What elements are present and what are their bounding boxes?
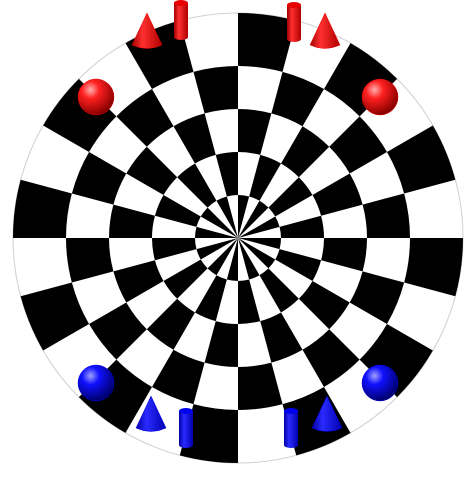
board-square[interactable] bbox=[89, 302, 147, 360]
sphere-piece[interactable] bbox=[361, 364, 399, 402]
board-square[interactable] bbox=[238, 216, 280, 239]
board-square[interactable] bbox=[216, 196, 239, 238]
board-square[interactable] bbox=[146, 298, 195, 350]
board-square[interactable] bbox=[193, 66, 238, 114]
cone-piece[interactable] bbox=[309, 12, 341, 49]
board-square[interactable] bbox=[71, 152, 127, 205]
board-square[interactable] bbox=[249, 154, 281, 201]
cylinder-piece[interactable] bbox=[179, 408, 193, 448]
board-square[interactable] bbox=[78, 359, 152, 433]
board-square[interactable] bbox=[163, 259, 208, 299]
board-square[interactable] bbox=[238, 200, 269, 238]
sphere-piece[interactable] bbox=[361, 78, 399, 116]
board-square[interactable] bbox=[109, 204, 155, 238]
board-square[interactable] bbox=[179, 404, 238, 463]
board-square[interactable] bbox=[271, 71, 324, 127]
sphere-piece[interactable] bbox=[77, 364, 115, 402]
board-square[interactable] bbox=[152, 349, 205, 405]
board-square[interactable] bbox=[302, 329, 360, 387]
sphere-piece[interactable] bbox=[77, 78, 115, 116]
cylinder-piece[interactable] bbox=[174, 0, 188, 40]
board-square[interactable] bbox=[66, 238, 114, 283]
board-square[interactable] bbox=[404, 238, 463, 297]
board-square[interactable] bbox=[238, 238, 281, 250]
board-square[interactable] bbox=[321, 238, 367, 272]
board-square[interactable] bbox=[200, 207, 238, 238]
board-square[interactable] bbox=[238, 238, 276, 269]
board-square[interactable] bbox=[359, 324, 433, 398]
board-square[interactable] bbox=[177, 163, 217, 208]
board-square[interactable] bbox=[329, 116, 387, 174]
board-square[interactable] bbox=[196, 238, 238, 260]
board-square[interactable] bbox=[126, 146, 178, 195]
cone-piece[interactable] bbox=[311, 395, 343, 432]
board-square[interactable] bbox=[204, 321, 238, 367]
board-square[interactable] bbox=[238, 109, 272, 155]
board-square[interactable] bbox=[20, 282, 90, 351]
board-square[interactable] bbox=[279, 215, 324, 238]
cone-piece[interactable] bbox=[135, 395, 167, 432]
board-square[interactable] bbox=[207, 238, 238, 276]
board-square[interactable] bbox=[259, 268, 299, 313]
board-square[interactable] bbox=[362, 193, 410, 238]
board-square[interactable] bbox=[386, 125, 456, 194]
bottom-player-pieces bbox=[77, 364, 399, 448]
board-square[interactable] bbox=[324, 43, 398, 117]
board-square[interactable] bbox=[116, 89, 174, 147]
board-square[interactable] bbox=[281, 126, 330, 178]
board-square[interactable] bbox=[13, 179, 72, 238]
board-square[interactable] bbox=[312, 173, 363, 216]
board-square[interactable] bbox=[195, 275, 227, 322]
board-square[interactable] bbox=[113, 260, 164, 303]
cone-piece[interactable] bbox=[131, 12, 163, 49]
board-square[interactable] bbox=[238, 13, 297, 72]
board-square[interactable] bbox=[173, 113, 216, 164]
board-squares bbox=[12, 12, 464, 464]
top-player-pieces bbox=[77, 0, 399, 116]
board-square[interactable] bbox=[238, 362, 283, 410]
board-square[interactable] bbox=[43, 78, 117, 152]
board-square[interactable] bbox=[268, 177, 313, 217]
board-square[interactable] bbox=[260, 312, 303, 363]
board-square[interactable] bbox=[238, 279, 261, 324]
board-square[interactable] bbox=[152, 238, 197, 261]
board-square[interactable] bbox=[238, 195, 250, 238]
board-square[interactable] bbox=[238, 238, 260, 280]
board-square[interactable] bbox=[215, 152, 238, 197]
board-pieces bbox=[77, 0, 399, 448]
board-square[interactable] bbox=[154, 195, 201, 227]
board-square[interactable] bbox=[275, 249, 322, 281]
board-square[interactable] bbox=[226, 238, 238, 281]
cylinder-piece[interactable] bbox=[284, 408, 298, 448]
cylinder-piece[interactable] bbox=[287, 2, 301, 42]
board-square[interactable] bbox=[195, 226, 238, 238]
board-square[interactable] bbox=[349, 271, 405, 324]
board-square[interactable] bbox=[298, 281, 350, 330]
